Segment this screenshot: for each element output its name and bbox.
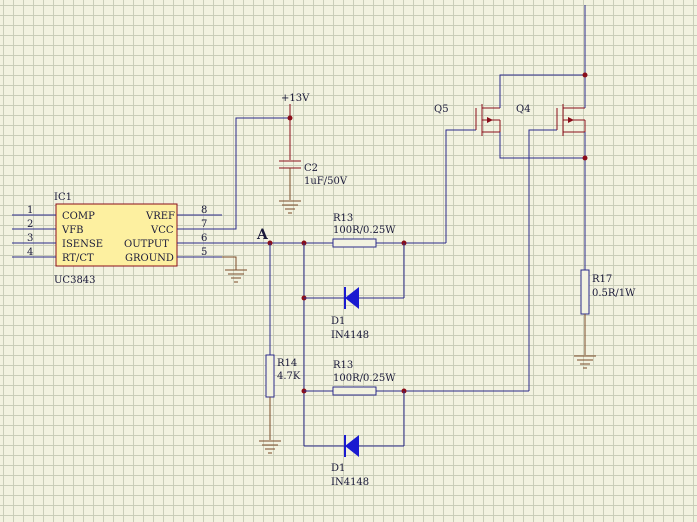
gate-driver-top (304, 238, 446, 309)
ic-pin-4-num: 4 (27, 247, 33, 258)
ic-pin-8-num: 8 (201, 205, 207, 216)
supply-net: +13V C2 1uF/50V (222, 93, 348, 230)
power-rail (582, 5, 588, 270)
ic-pin-3-num: 3 (27, 233, 33, 244)
c2-value: 1uF/50V (304, 176, 348, 187)
d1-top-ref: D1 (331, 316, 345, 327)
diode-d1-bottom (344, 435, 359, 457)
r13-top-ref: R13 (333, 213, 353, 224)
r13-bottom-ref: R13 (333, 360, 353, 371)
ic-pin-vref: VREF (145, 211, 175, 222)
gate-wire-q4 (528, 129, 557, 391)
junction-vcc (287, 115, 293, 121)
ic-pin-6-num: 6 (201, 233, 207, 244)
resistor-r17 (580, 269, 590, 355)
ground-symbol-r17 (574, 355, 596, 369)
capacitor-c2 (279, 160, 301, 200)
d1-bottom-ref: D1 (331, 463, 345, 474)
d1-top-value: IN4148 (331, 330, 369, 341)
ic-pin-rtct: RT/CT (62, 253, 94, 264)
ic-pin-isense: ISENSE (62, 239, 103, 250)
ic-pin-7-num: 7 (201, 219, 207, 230)
ground-symbol-c2 (279, 200, 301, 214)
ic-pin-2-num: 2 (27, 219, 33, 230)
supply-label: +13V (281, 93, 310, 104)
mosfet-q5 (475, 74, 585, 159)
r17-ref: R17 (592, 274, 612, 285)
ic-pin-comp: COMP (62, 211, 95, 222)
c2-ref: C2 (304, 163, 318, 174)
ic-pin-vcc: VCC (150, 225, 174, 236)
ground-symbol-r14 (259, 440, 281, 454)
q4-ref: Q4 (516, 104, 531, 115)
ic-pin-1-num: 1 (27, 205, 33, 216)
d1-bottom-value: IN4148 (331, 477, 369, 488)
q5-ref: Q5 (434, 104, 449, 115)
ic-ref: IC1 (54, 192, 72, 203)
resistor-r13-top (332, 238, 377, 248)
gate-wire-q5 (445, 129, 476, 243)
ic-pin-ground: GROUND (125, 253, 174, 264)
ic-pin-vfb: VFB (61, 225, 84, 236)
r13-bottom-value: 100R/0.25W (333, 373, 396, 384)
r14-ref: R14 (277, 358, 297, 369)
ic-uc3843: IC1 UC3843 1 2 3 4 COMP VFB ISENSE RT/CT… (12, 192, 222, 286)
r17-value: 0.5R/1W (592, 288, 636, 299)
diode-d1-top (344, 287, 359, 309)
ic-body (55, 203, 178, 267)
mosfet-q4 (556, 104, 586, 136)
r14-value: 4.7K (277, 371, 301, 382)
ic-pin-5-num: 5 (201, 247, 207, 258)
ground-symbol-ic (222, 256, 247, 283)
r13-top-value: 100R/0.25W (333, 225, 396, 236)
ic-part: UC3843 (54, 275, 96, 286)
output-net: A (222, 227, 333, 446)
ic-pin-output: OUTPUT (124, 239, 169, 250)
gate-driver-bottom (304, 386, 529, 457)
node-a-label: A (256, 227, 269, 243)
resistor-r13-bottom (332, 386, 377, 396)
resistor-r14 (265, 354, 275, 440)
